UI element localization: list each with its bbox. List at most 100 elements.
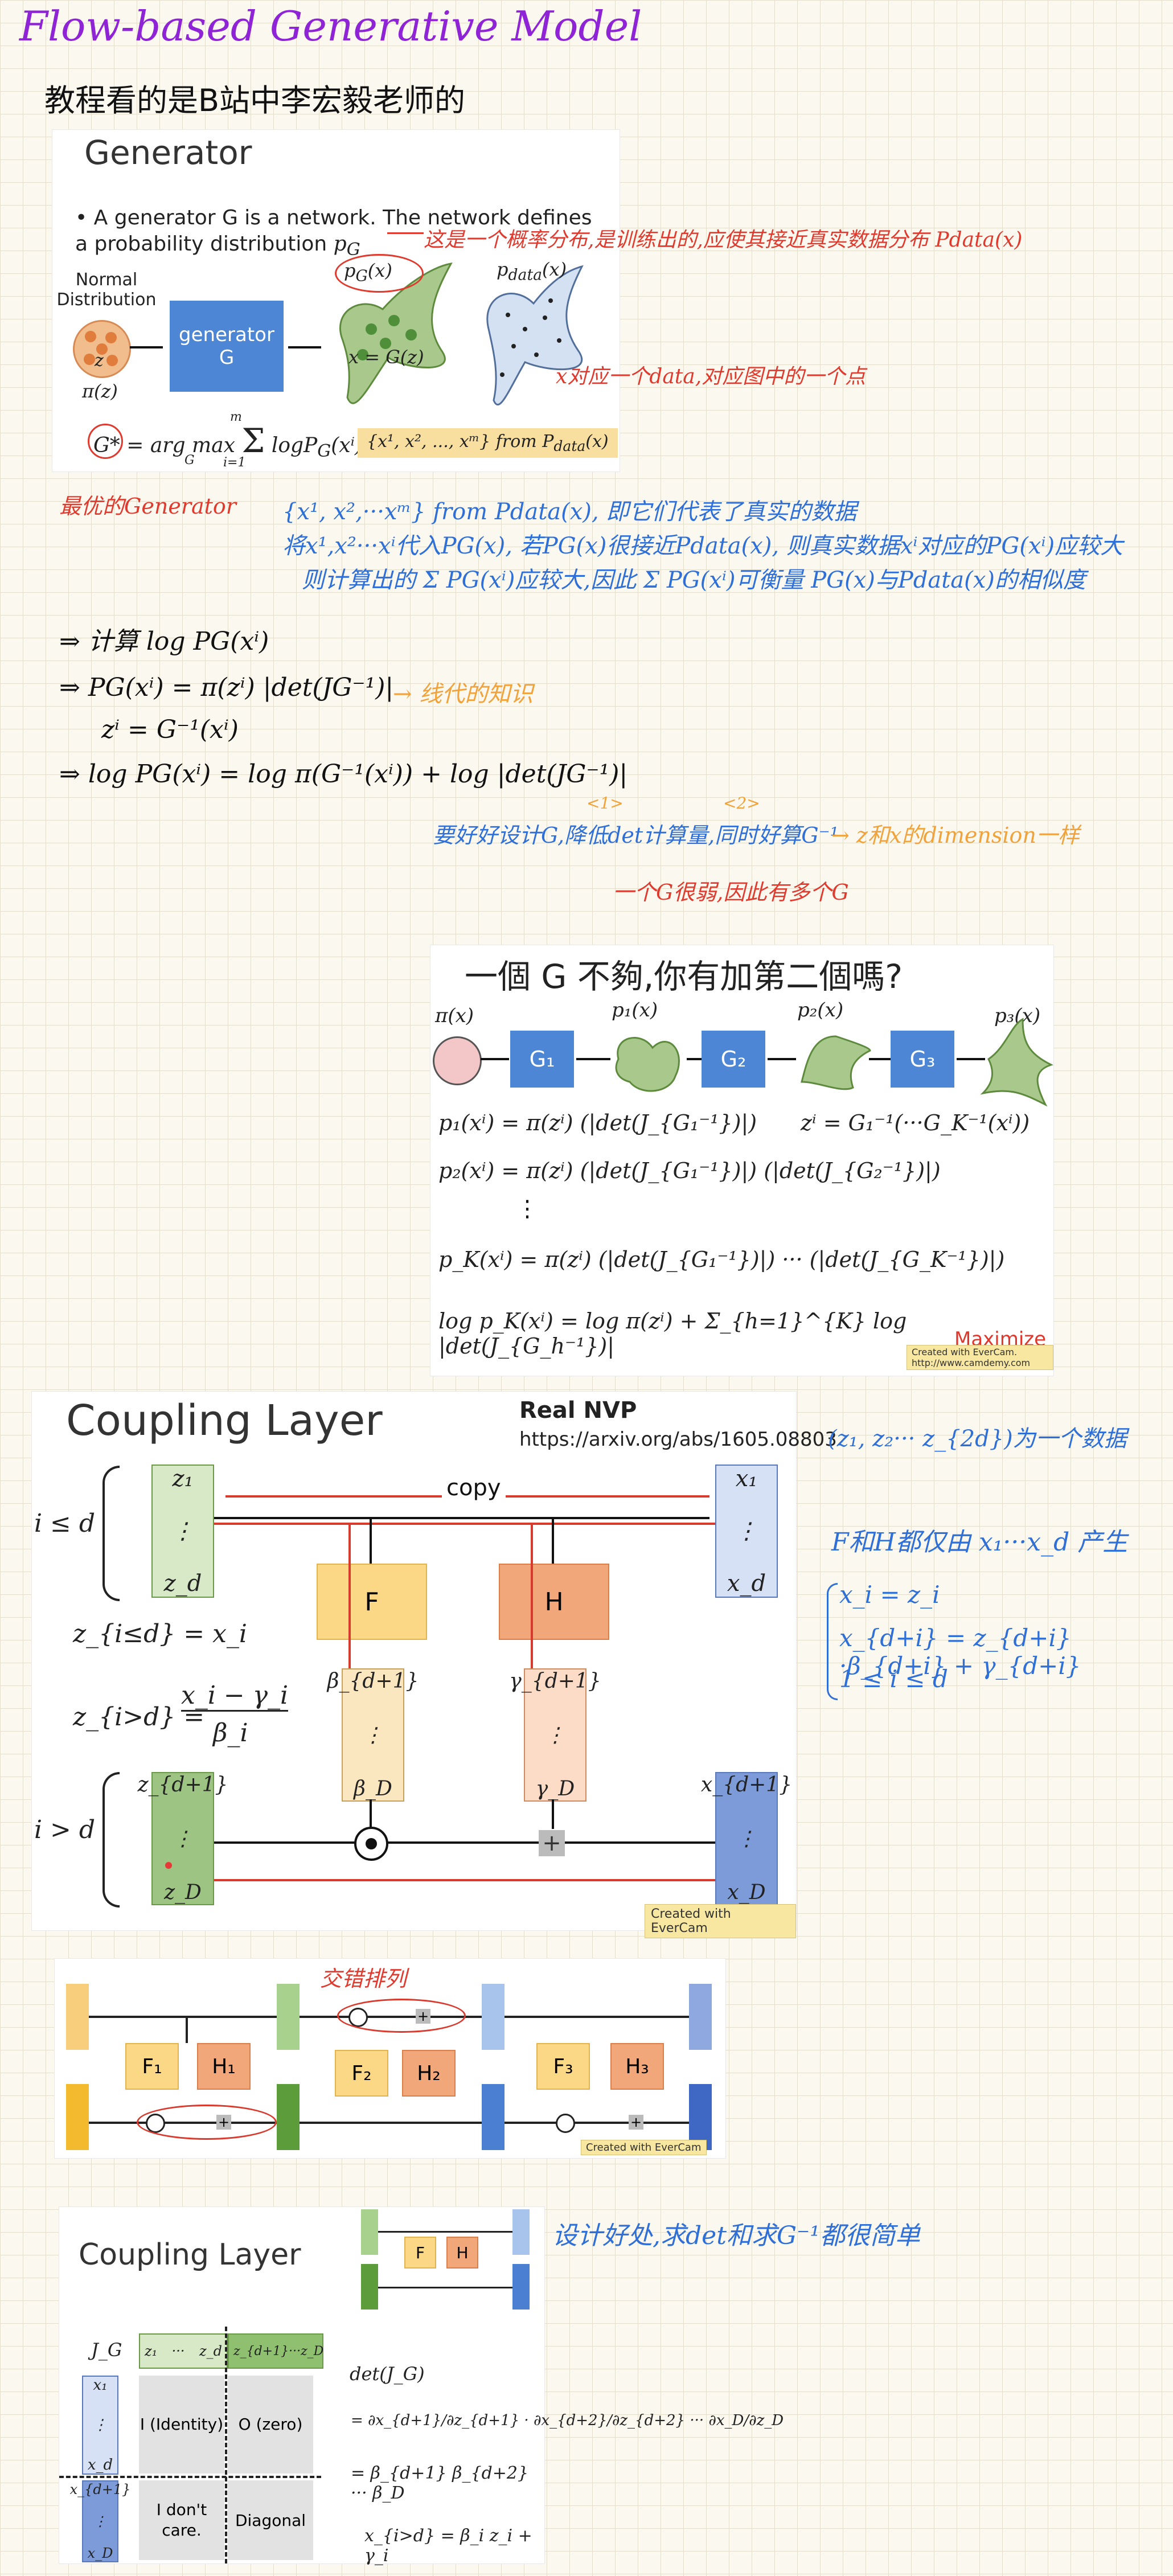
- h2-box: H₂: [402, 2050, 456, 2097]
- red-down-line-1: [348, 1523, 351, 1802]
- stack-mid-top: [277, 1984, 300, 2050]
- stack-line-top-1: [89, 2016, 334, 2018]
- h-box: H: [499, 1564, 609, 1640]
- eq-log-pk: log p_K(xⁱ) = log π(zⁱ) + Σ_{h=1}^{K} lo…: [438, 1308, 907, 1359]
- f1-box: F₁: [125, 2043, 179, 2090]
- mini-line-top: [378, 2231, 512, 2233]
- p2-shape: [801, 1035, 871, 1090]
- right-note-2: F和H都仅由 x₁···x_d 产生: [831, 1528, 1128, 1557]
- jg-x-bottom-col: x_{d+1}⋮x_D: [69, 2480, 131, 2562]
- blue-note-2: 将x¹,x²···xⁱ代入PG(x), 若PG(x)很接近Pdata(x), 则…: [282, 533, 1123, 559]
- p3-shape: [980, 1018, 1053, 1107]
- evercam-badge-3: Created with EverCam: [581, 2140, 707, 2155]
- linear-algebra-note: → 线代的知识: [393, 681, 534, 707]
- derivation-step-4: ⇒ log PG(xⁱ) = log π(G⁻¹(xⁱ)) + log |det…: [59, 760, 628, 789]
- mini-z-top: [361, 2209, 378, 2255]
- stack-line-bottom-2: [300, 2122, 487, 2124]
- eq-z-i-gt-d-den: β_i: [213, 1718, 248, 1748]
- right-note-4: x_{d+i} = z_{d+i}·β_{d+i} + γ_{d+i}: [839, 1624, 1081, 1680]
- right-note-5: 1 ≤ i ≤ d: [839, 1665, 948, 1693]
- eq-z: zⁱ = G₁⁻¹(···G_K⁻¹(xⁱ)): [801, 1110, 1030, 1135]
- arrow-from-generator: [288, 346, 321, 348]
- arrow-1: [481, 1058, 509, 1060]
- stack-add-3: +: [629, 2114, 643, 2130]
- red-down-line-2: [531, 1523, 533, 1802]
- evercam-badge-2: Created with EverCam: [645, 1904, 796, 1938]
- top-flow-line: [214, 1517, 709, 1519]
- jg-label: J_G: [91, 2339, 122, 2361]
- sum-lower: i=1: [223, 456, 246, 470]
- prob-dist-note: 这是一个概率分布,是训练出的,应使其接近真实数据分布 Pdata(x): [424, 228, 1023, 252]
- real-nvp-label: Real NVP: [519, 1397, 637, 1424]
- eq-p2: p₂(xⁱ) = π(zⁱ) (|det(J_{G₁⁻¹})|) (|det(J…: [438, 1158, 941, 1183]
- argmax-under: G: [184, 453, 195, 467]
- gamma-down-line: [552, 1799, 554, 1829]
- distribution-shapes: [339, 262, 584, 405]
- h1-box: H₁: [197, 2043, 251, 2090]
- real-nvp-url: https://arxiv.org/abs/1605.08803: [519, 1428, 837, 1451]
- eq-z-i-gt-d-left: z_{i>d} =: [73, 1703, 205, 1732]
- generator-slide: Generator • A generator G is a network. …: [52, 130, 620, 471]
- generator-heading: Generator: [84, 133, 252, 172]
- stack-red-circle-1: [137, 2105, 277, 2140]
- normal-distribution-label: Normal Distribution: [56, 270, 157, 310]
- generator-box: generator G: [170, 301, 284, 392]
- jg-identity-block: I (Identity): [139, 2376, 224, 2474]
- f-box: F: [317, 1564, 427, 1640]
- p2-x-label: p₂(x): [797, 999, 844, 1022]
- jg-h-divider: [59, 2476, 321, 2478]
- mini-line-bottom: [378, 2287, 512, 2288]
- jg-diagonal-block: Diagonal: [228, 2480, 313, 2560]
- x-equals-gz: x = G(z): [348, 346, 424, 368]
- design-q1: <1>: [586, 794, 624, 813]
- blue-note-3: 则计算出的 Σ PG(xⁱ)应较大,因此 Σ PG(xⁱ)可衡量 PG(x)与P…: [302, 567, 1086, 593]
- p1-shape: [615, 1037, 680, 1092]
- jg-dont-care-block: I don't care.: [139, 2480, 224, 2560]
- mini-h-box: H: [446, 2237, 478, 2269]
- copy-label: copy: [442, 1475, 506, 1501]
- bottom-coupling-title: Coupling Layer: [79, 2238, 301, 2272]
- h3-box: H₃: [610, 2043, 664, 2090]
- multi-g-title: 一個 G 不夠,你有加第二個嗎?: [465, 957, 903, 996]
- brace-top: [102, 1466, 120, 1601]
- design-note: 要好好设计G,降低det计算量,同时好算G⁻¹: [433, 823, 839, 848]
- stack-line-bottom-3: [505, 2122, 692, 2124]
- h-input-line: [552, 1519, 554, 1564]
- p1-x-label: p₁(x): [612, 999, 658, 1022]
- interleave-note: 交错排列: [320, 1966, 407, 1991]
- stack-x-bottom-1: [482, 2084, 505, 2150]
- det-jg-label: det(J_G): [350, 2363, 425, 2385]
- eq-pk: p_K(xⁱ) = π(zⁱ) (|det(J_{G₁⁻¹})|) ··· (|…: [438, 1247, 1005, 1272]
- z-bottom-vector: z_{d+1}⋮z_D: [137, 1772, 228, 1905]
- i-gt-d-label: i > d: [34, 1815, 96, 1844]
- i-le-d-label: i ≤ d: [34, 1509, 96, 1538]
- arrow-4: [768, 1058, 796, 1060]
- mini-x-bottom: [512, 2264, 530, 2310]
- multiply-node: [354, 1827, 388, 1861]
- derivation-step-2: ⇒ PG(xⁱ) = π(zⁱ) |det(JG⁻¹)|: [59, 673, 394, 702]
- dimension-note: → z和x的dimension一样: [831, 823, 1080, 848]
- jg-v-divider: [225, 2327, 227, 2563]
- g2-box: G₂: [702, 1031, 765, 1088]
- pointer-dot: [165, 1862, 172, 1869]
- x-top-vector: x₁⋮x_d: [715, 1465, 778, 1598]
- eq-p1: p₁(xⁱ) = π(zⁱ) (|det(J_{G₁⁻¹})|): [438, 1110, 757, 1135]
- mini-x-top: [512, 2209, 530, 2255]
- jg-x-top-col: x₁⋮x_d: [82, 2376, 118, 2475]
- pi-z-label: π(z): [82, 380, 118, 402]
- multi-g-note: 一个G很弱,因此有多个G: [613, 880, 849, 905]
- det-eq-3: x_{i>d} = β_i z_i + γ_i: [364, 2526, 532, 2566]
- det-eq-1: = ∂x_{d+1}/∂z_{d+1} · ∂x_{d+2}/∂z_{d+2} …: [351, 2412, 784, 2429]
- right-note-3: x_i = z_i: [839, 1581, 940, 1609]
- gstar-circle-annotation: [88, 424, 123, 459]
- vdots: ⋮: [516, 1196, 539, 1222]
- right-note-1: (z₁, z₂··· z_{2d})为一个数据: [828, 1426, 1127, 1452]
- stack-line-top-3: [505, 2016, 692, 2018]
- stack-mid-bottom: [277, 2084, 300, 2150]
- arrow-6: [957, 1058, 985, 1060]
- g1-box: G₁: [510, 1031, 574, 1088]
- derivation-step-1: ⇒ 计算 log PG(xⁱ): [59, 627, 269, 656]
- multi-g-slide: 一個 G 不夠,你有加第二個嗎? π(x) p₁(x) p₂(x) p₃(x) …: [430, 945, 1053, 1376]
- mini-f-box: F: [404, 2237, 436, 2269]
- x-data-note: x对应一个data,对应图中的一个点: [556, 365, 866, 388]
